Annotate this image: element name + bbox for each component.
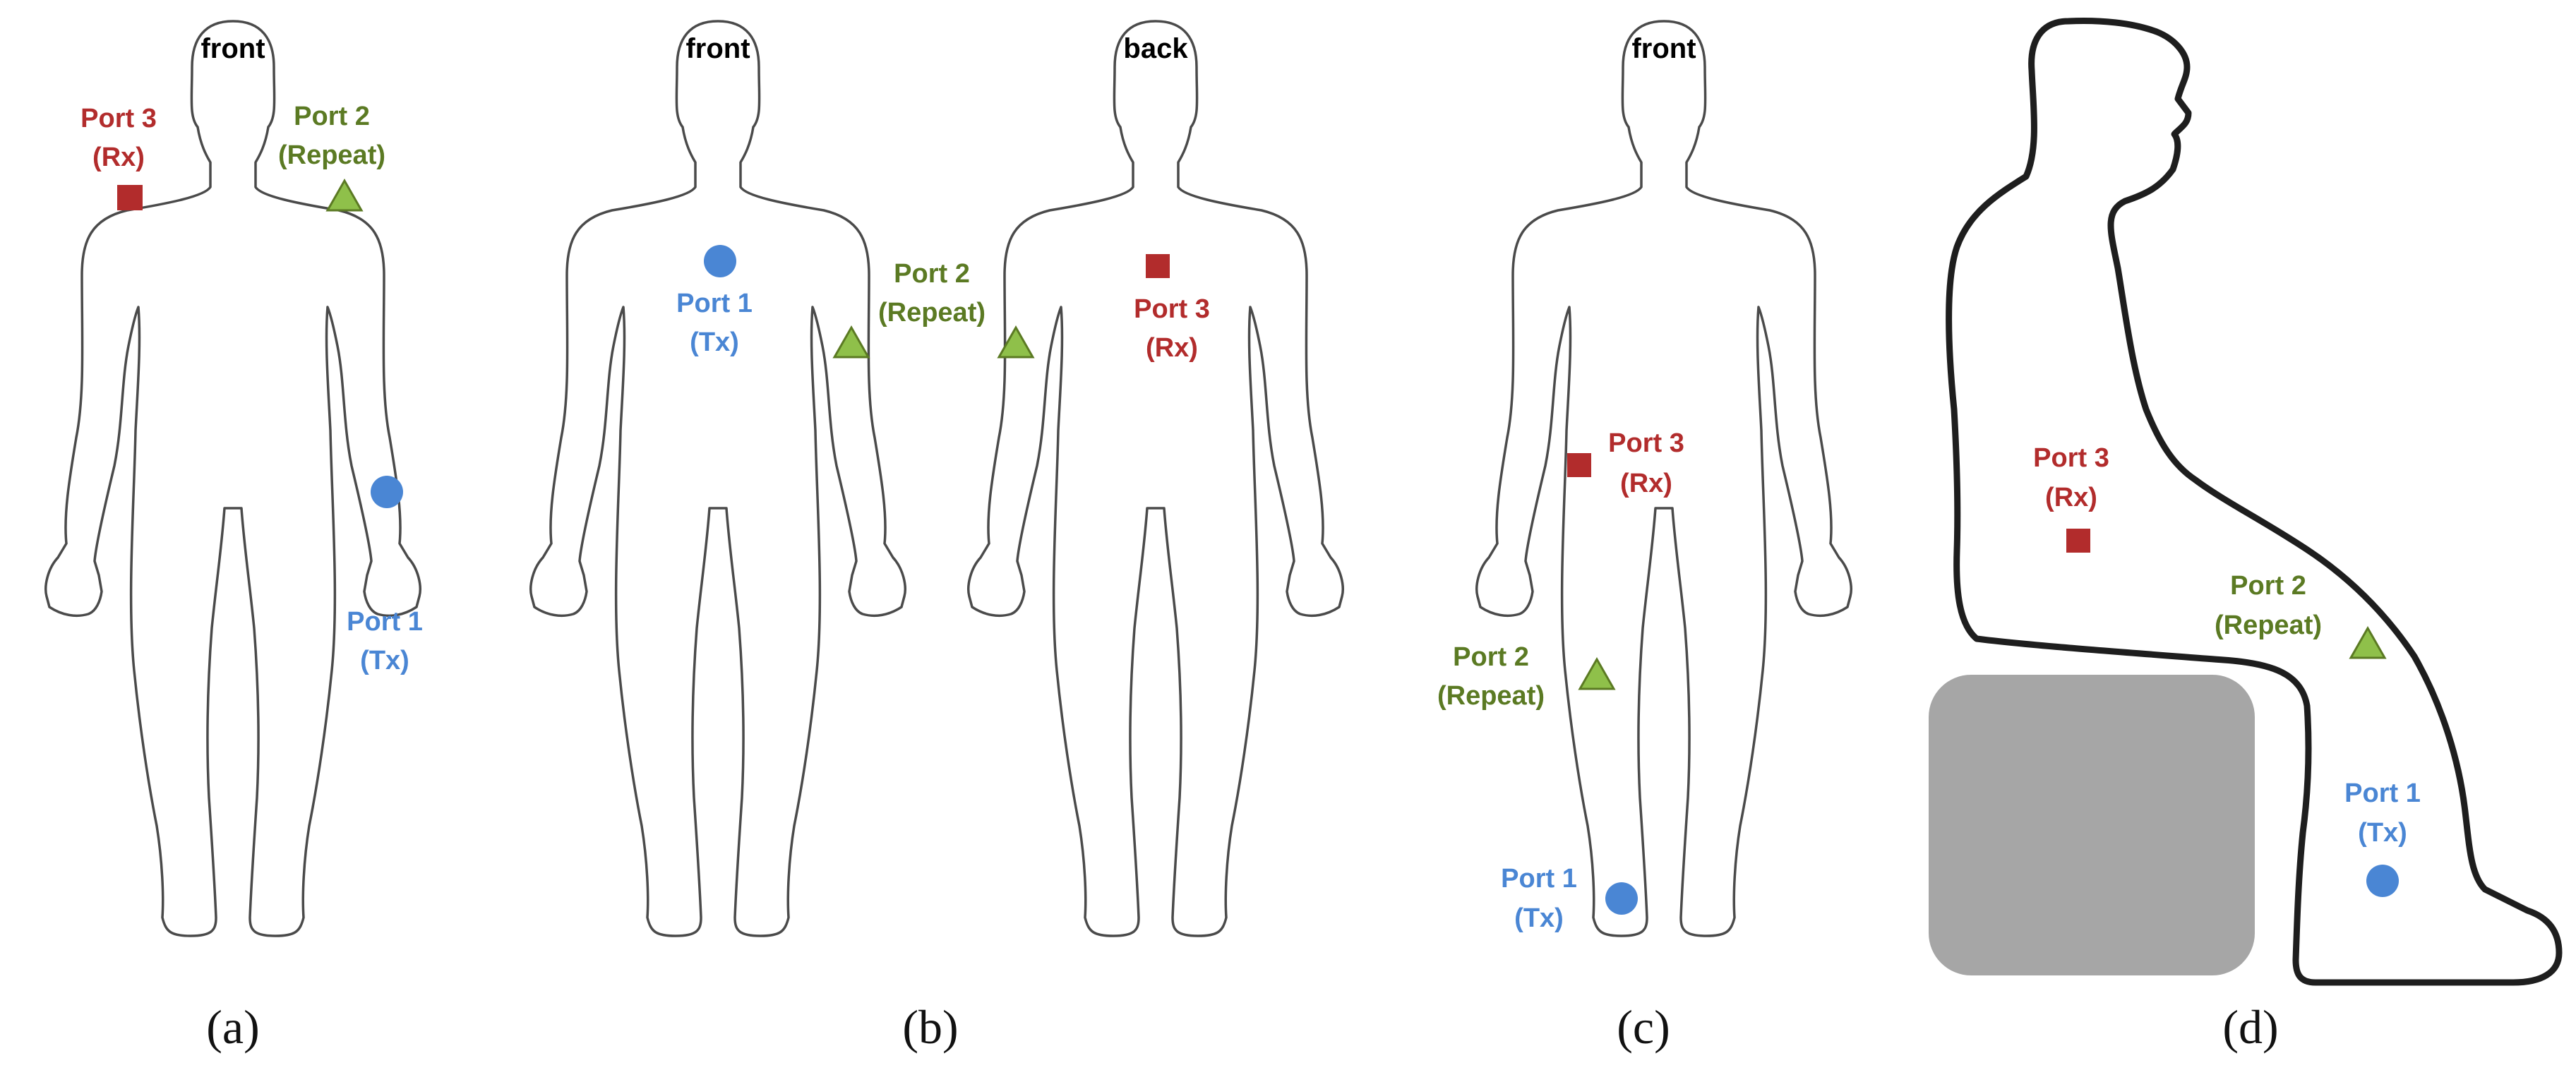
port1-name-d: Port 1 [2344, 779, 2421, 808]
port1-role-b: (Tx) [690, 327, 739, 357]
port3-square-marker-b [1146, 254, 1170, 278]
caption-b: (b) [902, 1000, 958, 1054]
port1-role-a: (Tx) [360, 646, 409, 675]
port2-role-c: (Repeat) [1437, 681, 1545, 711]
port2-triangle-marker-b-back [997, 325, 1035, 359]
port2-triangle-marker-b-front [832, 325, 870, 359]
caption-a: (a) [206, 1000, 259, 1054]
port1-circle-marker-a [371, 476, 403, 508]
seat-block [1929, 675, 2255, 975]
port1-circle-marker-d [2366, 865, 2399, 897]
view-label-front-a: front [200, 33, 265, 64]
view-label-front-c: front [1631, 33, 1696, 64]
seated-body-outline [1946, 18, 2563, 986]
port1-name-c: Port 1 [1501, 864, 1577, 894]
port1-circle-marker-b [704, 245, 736, 277]
port3-square-marker-a [117, 185, 143, 210]
port2-role-d: (Repeat) [2215, 611, 2322, 640]
port3-role-a: (Rx) [92, 143, 145, 172]
port2-triangle-marker-c [1578, 656, 1616, 690]
port1-circle-marker-c [1605, 882, 1638, 915]
port3-role-c: (Rx) [1620, 469, 1672, 498]
port3-square-marker-d [2066, 529, 2090, 553]
port2-name-b: Port 2 [894, 259, 970, 289]
port2-role-b: (Repeat) [878, 298, 986, 327]
port3-role-d: (Rx) [2045, 483, 2097, 512]
port1-role-d: (Tx) [2358, 818, 2407, 848]
body-outline-b-front [529, 20, 906, 937]
port3-name-c: Port 3 [1608, 428, 1684, 458]
port1-name-b: Port 1 [676, 289, 753, 318]
port3-name-b: Port 3 [1134, 294, 1210, 324]
panel-c: front Port 3 (Rx) Port 2 (Repeat) Port 1… [1437, 20, 1852, 1054]
port2-name-d: Port 2 [2230, 571, 2306, 601]
panel-a: front Port 3 (Rx) Port 2 (Repeat) Port 1… [44, 20, 423, 1054]
port3-square-marker-c [1567, 453, 1591, 477]
body-outline-b-back [967, 20, 1344, 937]
panel-d: Port 3 (Rx) Port 2 (Repeat) Port 1 (Tx) … [1929, 18, 2563, 1054]
port3-name-a: Port 3 [80, 104, 157, 133]
port1-name-a: Port 1 [347, 607, 423, 637]
caption-d: (d) [2222, 1000, 2278, 1054]
port2-triangle-marker-d [2349, 625, 2387, 659]
port3-name-d: Port 3 [2033, 443, 2109, 473]
view-label-front-b: front [685, 33, 750, 64]
view-label-back-b: back [1123, 33, 1188, 64]
port2-role-a: (Repeat) [278, 140, 385, 170]
panel-b: front back Port 1 (Tx) Port 2 (Repeat) P… [529, 20, 1344, 1054]
port2-name-c: Port 2 [1453, 642, 1529, 672]
port2-name-a: Port 2 [294, 102, 370, 131]
port2-triangle-marker-a [325, 178, 364, 212]
port1-role-c: (Tx) [1514, 903, 1564, 933]
port3-role-b: (Rx) [1146, 333, 1198, 363]
caption-c: (c) [1617, 1000, 1670, 1054]
